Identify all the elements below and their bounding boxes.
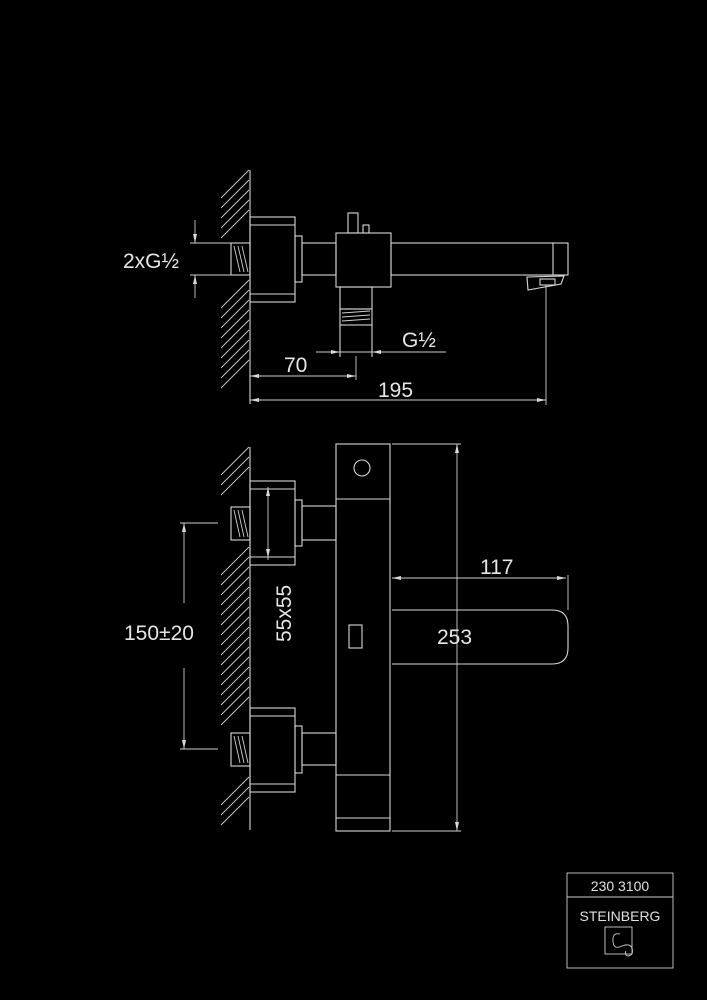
hatch-line	[220, 349, 250, 379]
hatch-line	[220, 686, 250, 716]
dim-total-depth: 195	[378, 379, 413, 402]
hatch-line	[220, 666, 250, 696]
hatch-line	[220, 616, 250, 646]
hatch-line	[220, 339, 250, 369]
dim-flange: 55x55	[273, 585, 296, 642]
hatch-line	[220, 169, 250, 199]
knob-top	[347, 212, 359, 234]
thermostat-body	[335, 443, 391, 832]
hatch-line	[220, 776, 250, 806]
hatch-line	[220, 676, 250, 706]
hatch-line	[220, 179, 250, 209]
hatch-line	[220, 626, 250, 656]
flange-upper	[249, 480, 296, 566]
spout-tip	[526, 275, 565, 291]
pipe-upper	[301, 505, 337, 541]
hatch-line	[220, 209, 250, 239]
hatch-line	[220, 189, 250, 219]
hatch-line	[220, 466, 250, 496]
dim-outlet-distance: 70	[284, 354, 307, 377]
dim-height: 253	[437, 626, 472, 649]
outlet-top	[339, 286, 373, 310]
dim-inlet-thread: 2xG½	[123, 250, 179, 273]
article-number: 230 3100	[591, 878, 650, 894]
hatch-line	[220, 636, 250, 666]
dim-outlet-thread: G½	[402, 329, 436, 352]
hatch-line	[220, 786, 250, 816]
body-top	[335, 232, 392, 288]
flange-lower	[249, 707, 296, 793]
nut-top	[294, 235, 303, 283]
hatch-line	[220, 646, 250, 676]
hatch-line	[220, 299, 250, 329]
brand-logo-icon	[604, 926, 633, 957]
hatch-line	[220, 656, 250, 686]
thread-lines	[233, 245, 249, 273]
dim-spout-projection: 117	[480, 556, 513, 579]
dim-inlet-spacing: 150±20	[124, 622, 194, 645]
spout-top	[390, 242, 569, 276]
hatch-line	[220, 796, 250, 826]
front-view: 150±20 55x55 117 253	[124, 443, 569, 832]
flange-top	[249, 216, 296, 303]
hatch-line	[220, 546, 250, 576]
top-view: 2xG½ G½ 70 195	[123, 170, 569, 405]
hatch-line	[220, 279, 250, 309]
wall-hatching	[220, 169, 250, 826]
hatch-line	[220, 456, 250, 486]
hatch-line	[220, 556, 250, 586]
pipe-top	[301, 242, 337, 276]
hatch-line	[220, 446, 250, 476]
spout-front	[392, 609, 569, 665]
hatch-line	[220, 566, 250, 596]
hatch-line	[220, 309, 250, 339]
pipe-lower	[301, 732, 337, 766]
brand-name: STEINBERG	[580, 908, 661, 924]
title-block: 230 3100 STEINBERG	[566, 872, 674, 969]
button-circle	[353, 459, 371, 477]
hatch-line	[220, 199, 250, 229]
indicator-rect	[348, 624, 363, 649]
hatch-line	[220, 596, 250, 626]
hatch-line	[220, 696, 250, 726]
hatch-line	[220, 329, 250, 359]
hatch-line	[220, 319, 250, 349]
hatch-line	[220, 606, 250, 636]
hatch-line	[220, 289, 250, 319]
hatch-line	[220, 576, 250, 606]
hatch-line	[220, 359, 250, 389]
hatch-line	[220, 586, 250, 616]
